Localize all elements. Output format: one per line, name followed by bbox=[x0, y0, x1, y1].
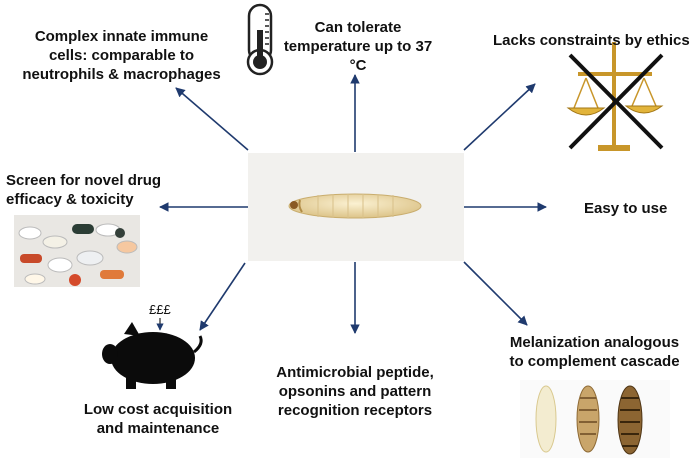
label-low-cost: Low cost acquisition and maintenance bbox=[83, 401, 233, 437]
label-melanization: Melanization analogous to complement cas… bbox=[509, 334, 680, 370]
label-immune-cells: Complex innate immune cells: comparable … bbox=[22, 28, 221, 83]
pounds-symbol: £££ bbox=[149, 302, 171, 317]
arrow-to-cost bbox=[199, 262, 246, 331]
label-drug-screen: Screen for novel drug efficacy & toxicit… bbox=[6, 172, 162, 208]
thermometer-icon bbox=[246, 3, 274, 76]
arrow-to-melanization bbox=[463, 261, 528, 326]
center-larva-photo bbox=[248, 153, 464, 261]
label-temperature: Can tolerate temperature up to 37 °C bbox=[283, 19, 433, 74]
melanization-larvae-photo bbox=[520, 380, 670, 458]
piggy-bank-icon bbox=[102, 318, 203, 389]
label-antimicrobial: Antimicrobial peptide, opsonins and patt… bbox=[276, 364, 434, 419]
arrow-to-immune bbox=[175, 87, 249, 151]
pills-icon bbox=[14, 215, 140, 287]
larva-icon bbox=[288, 193, 422, 219]
scales-of-justice-icon bbox=[566, 42, 664, 151]
arrow-to-ethics bbox=[463, 83, 536, 151]
label-ethics: Lacks constraints by ethics bbox=[493, 32, 690, 49]
label-easy-to-use: Easy to use bbox=[584, 200, 668, 217]
arrows bbox=[159, 74, 547, 334]
